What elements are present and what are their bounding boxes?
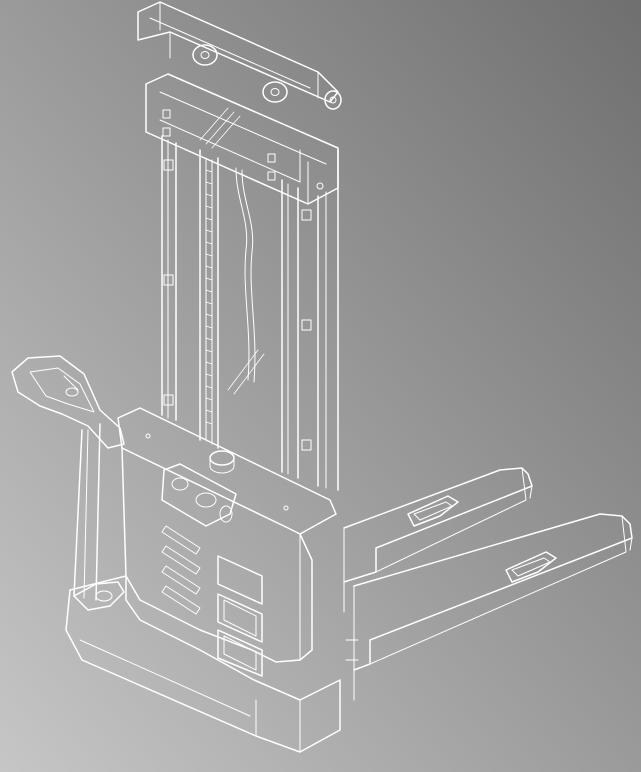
mast-rail-inner-right — [281, 179, 299, 479]
tiller-base-joint — [73, 581, 125, 611]
mast-pulley-side — [324, 90, 342, 110]
vent-slots — [161, 525, 201, 615]
tiller-arm — [11, 355, 125, 611]
chassis — [65, 407, 341, 753]
mast-pulley-right — [262, 81, 288, 103]
tiller-head — [11, 355, 125, 449]
forks — [343, 467, 633, 701]
mast-rail-left-outer — [161, 135, 177, 421]
side-button-lower — [217, 629, 263, 677]
tiller-thumb-wheel — [65, 387, 79, 397]
fork-lower-roller — [505, 551, 557, 583]
hydraulic-hose — [235, 167, 250, 381]
control-display-panel — [161, 463, 237, 527]
horn-button — [219, 505, 233, 523]
mast-rail-right-outer — [317, 149, 339, 491]
chassis-base — [65, 575, 341, 753]
chassis-top-cover — [117, 407, 337, 535]
chassis-front-panel — [121, 447, 313, 663]
fork-upper-roller — [407, 495, 459, 527]
fork-lower — [353, 513, 633, 671]
side-button-upper — [217, 593, 263, 643]
tiller-shaft — [73, 423, 101, 601]
fork-upper — [343, 467, 533, 583]
mast-pulley-left — [192, 44, 218, 66]
brand-plate — [217, 555, 263, 605]
lift-chain — [205, 157, 213, 445]
mast-rail-inner-left — [199, 149, 219, 449]
mast — [137, 1, 342, 491]
battery-indicator-icon — [195, 492, 217, 508]
key-switch-icon — [171, 477, 189, 491]
